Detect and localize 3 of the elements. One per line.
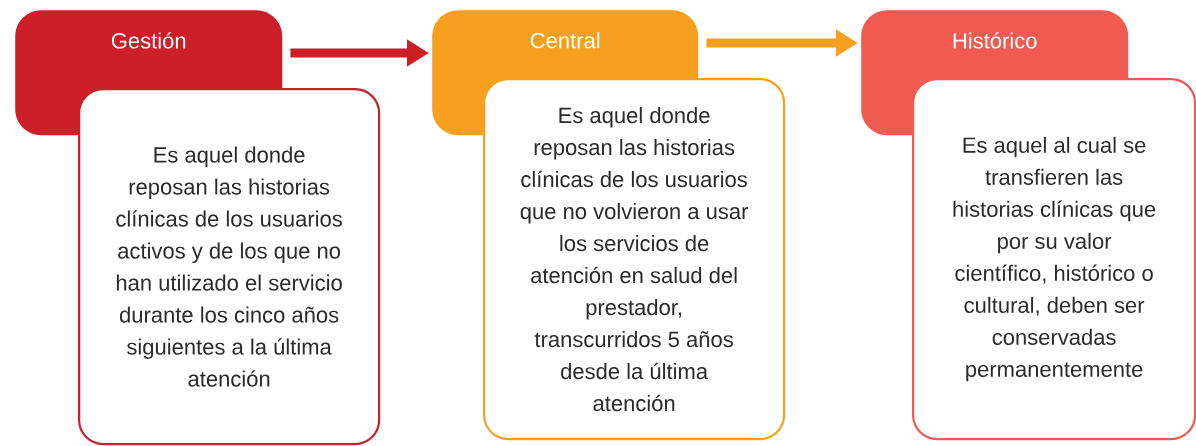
description-box: Es aquel al cual se transfieren las historias clínicas que por su valor científico, histórico o cultural, deben ser conservadas permanentemente [912,78,1196,441]
description-box: Es aquel donde reposan las historias clínicas de los usuarios que no volvieron a usar los servicios de atención en salud del prestador, transcurridos 5 años desde la última atención [483,78,786,441]
description-box: Es aquel donde reposan las historias clínicas de los usuarios activos y de los que no han utilizado el servicio durante los cinco años siguientes a la última atención [78,88,381,446]
